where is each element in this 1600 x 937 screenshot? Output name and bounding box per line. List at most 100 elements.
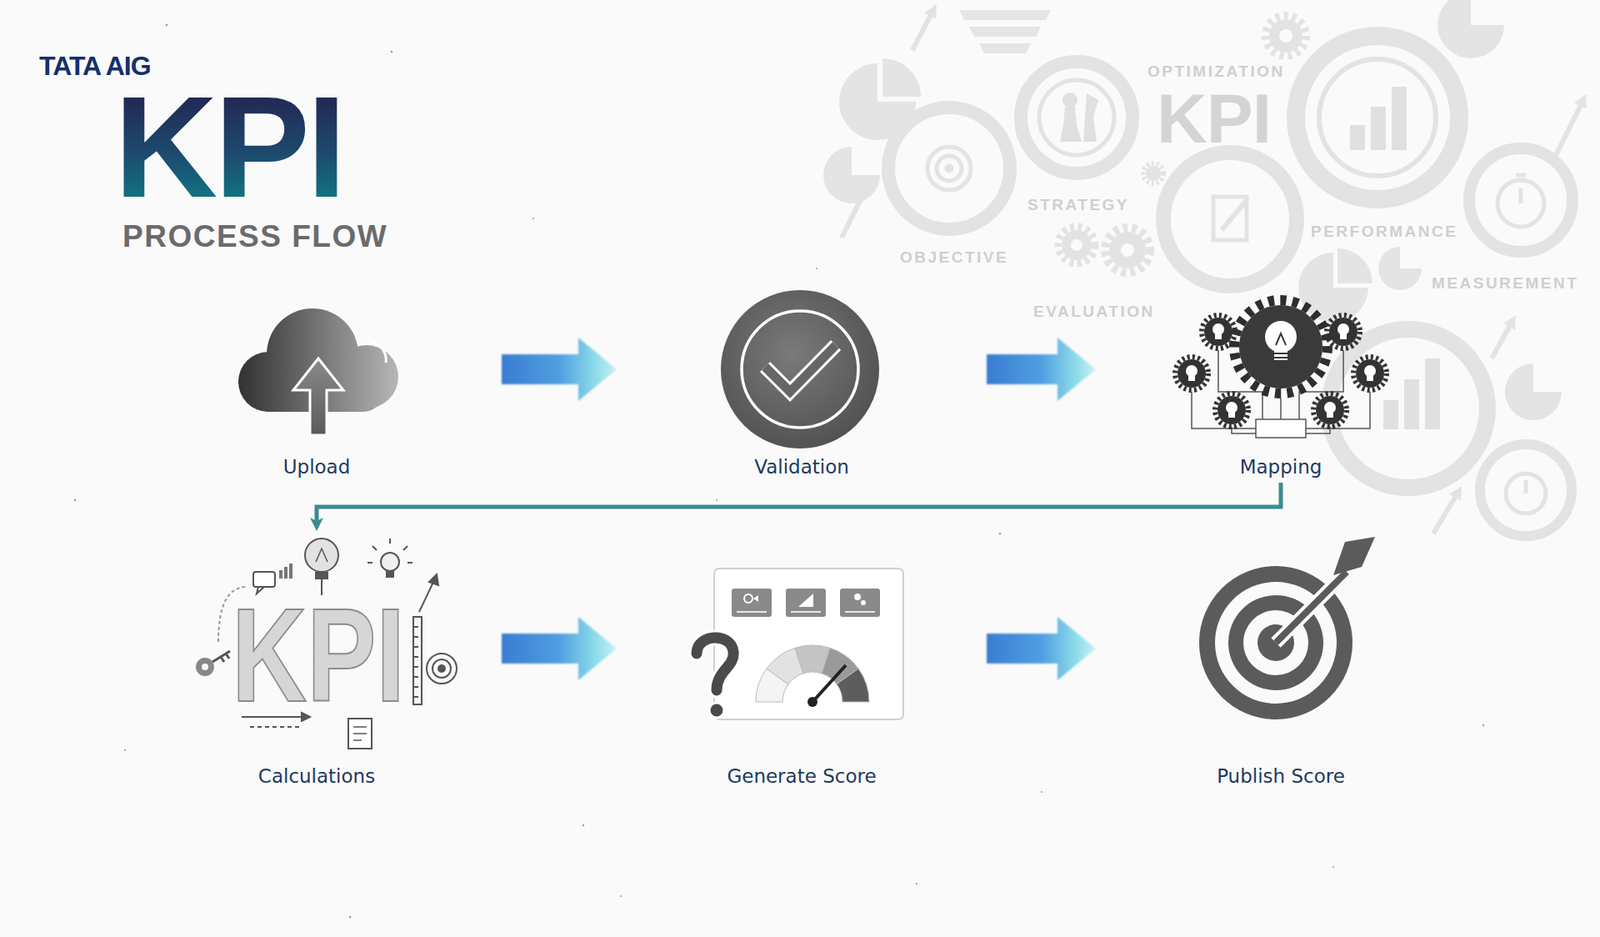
watermark-word: OBJECTIVE [900,249,1009,265]
step-label: Mapping [1240,454,1323,480]
score-gauge-icon-part-part [836,668,870,702]
watermark-graphics-part [882,58,921,97]
title: KPI [114,75,350,219]
mapping-gears-icon-part [1313,393,1347,427]
watermark-graphics-part [1020,61,1133,174]
watermark-graphics-part [1437,0,1505,59]
target-icon-part [1275,571,1347,643]
watermark-graphics [823,0,1584,536]
kpi-illustration-part [195,657,215,676]
cloud-upload-icon [238,308,399,435]
target-icon-part [1275,571,1347,643]
mapping-gears-icon-part [1201,315,1235,349]
paper-speckles-part [582,824,585,826]
mapping-gears-icon-part [1265,320,1297,353]
watermark-graphics-part [1350,125,1365,150]
target-icon-part [1333,536,1375,575]
watermark-graphics-part [1554,100,1584,159]
mapping-gears-icon-part [1239,305,1323,389]
mapping-gears-icon-part [1274,353,1288,358]
watermark-graphics-part [1425,358,1440,430]
mapping-gears-icon-part [1326,315,1360,349]
watermark-graphics-part [912,10,934,50]
watermark-graphics-part [927,146,971,190]
watermark-graphics-part [1062,92,1078,108]
kpi-illustration-part [438,665,445,672]
paper-speckles-part [532,217,535,220]
kpi-illustration-part [250,725,300,728]
kpi-illustration-part [380,552,400,571]
mapping-gears-icon-part [1353,356,1387,390]
process-step: Mapping [1095,291,1466,483]
score-gauge-icon-part [755,645,870,702]
step-label: Publish Score [1216,763,1345,789]
score-gauge-icon-part [744,594,753,603]
paper-speckles-part [124,749,126,751]
subtitle: PROCESS FLOW [122,220,388,252]
check-icon-part [765,345,836,392]
watermark-graphics-part [1391,86,1407,150]
process-step: Generate Score [616,530,987,792]
watermark-graphics-part [959,10,1051,54]
target-icon-part [1199,565,1353,720]
paper-speckles-part [1040,790,1043,793]
cloud-upload-icon-part [370,341,386,363]
mapping-gears-icon-part-part [1191,391,1256,429]
target-icon [1199,536,1375,720]
watermark-graphics-part [1269,19,1303,53]
kpi-illustration-part [432,659,451,678]
watermark-graphics-part [1433,491,1459,534]
flow-arrow [986,337,1096,401]
check-icon-part [765,345,836,392]
watermark-graphics-part [1370,106,1386,150]
mapping-gears-icon-part-part [1305,391,1370,429]
step-label: Generate Score [726,763,876,789]
kpi-illustration-part [353,726,367,740]
watermark-graphics-part [1039,80,1115,155]
watermark-graphics-part [1279,29,1293,43]
watermark-graphics-part [1143,163,1164,184]
check-icon-part [741,310,859,428]
watermark-graphics-part [1383,400,1399,430]
score-gauge-icon-part [736,610,875,613]
watermark-graphics-part [1515,175,1526,204]
kpi-illustration-part [201,663,209,670]
paper-speckles-part [1332,865,1335,868]
paper-speckles-part [165,24,168,26]
score-gauge-icon-part [854,593,861,600]
paper-speckles-part [1482,724,1485,726]
watermark-graphics-part [1480,444,1572,536]
paper-speckles [74,24,1485,918]
step-label: Validation [754,454,850,480]
brand-name: TATA AIG [39,52,151,80]
mapping-gears-icon-part-part [1305,426,1330,434]
paper-speckles-part [999,532,1001,535]
watermark-graphics-part [1070,239,1083,251]
kpi-illustration-part [284,566,288,579]
mapping-gears-icon-part [1175,356,1209,390]
mapping-gears-icon-part [1234,300,1328,394]
watermark-word: OPTIMIZATION [1147,63,1285,80]
watermark-graphics-part [823,146,880,204]
kpi-illustration-part [413,626,419,697]
paper-speckles-part [915,882,918,885]
score-gauge-icon-part [696,637,734,690]
paper-speckles-part [715,499,718,501]
flow-arrow [986,616,1096,680]
score-gauge-icon [696,568,904,720]
score-gauge-icon-part [807,696,818,707]
watermark-graphics-part [1120,243,1135,257]
process-step: Publish Score [1095,530,1466,792]
watermark-graphics-part [1505,473,1546,514]
kpi-illustration-part [253,571,275,587]
watermark-graphics-part [1505,363,1562,420]
watermark-graphics-part [1265,15,1306,56]
score-gauge-icon-part [709,702,725,718]
process-step: Validation [616,291,987,483]
kpi-illustration-part [429,574,439,585]
cloud-upload-icon-part [293,358,344,435]
paper-speckles-part [620,895,622,897]
mapping-gears-icon-part-part [1280,398,1282,420]
connectors [316,337,1281,680]
